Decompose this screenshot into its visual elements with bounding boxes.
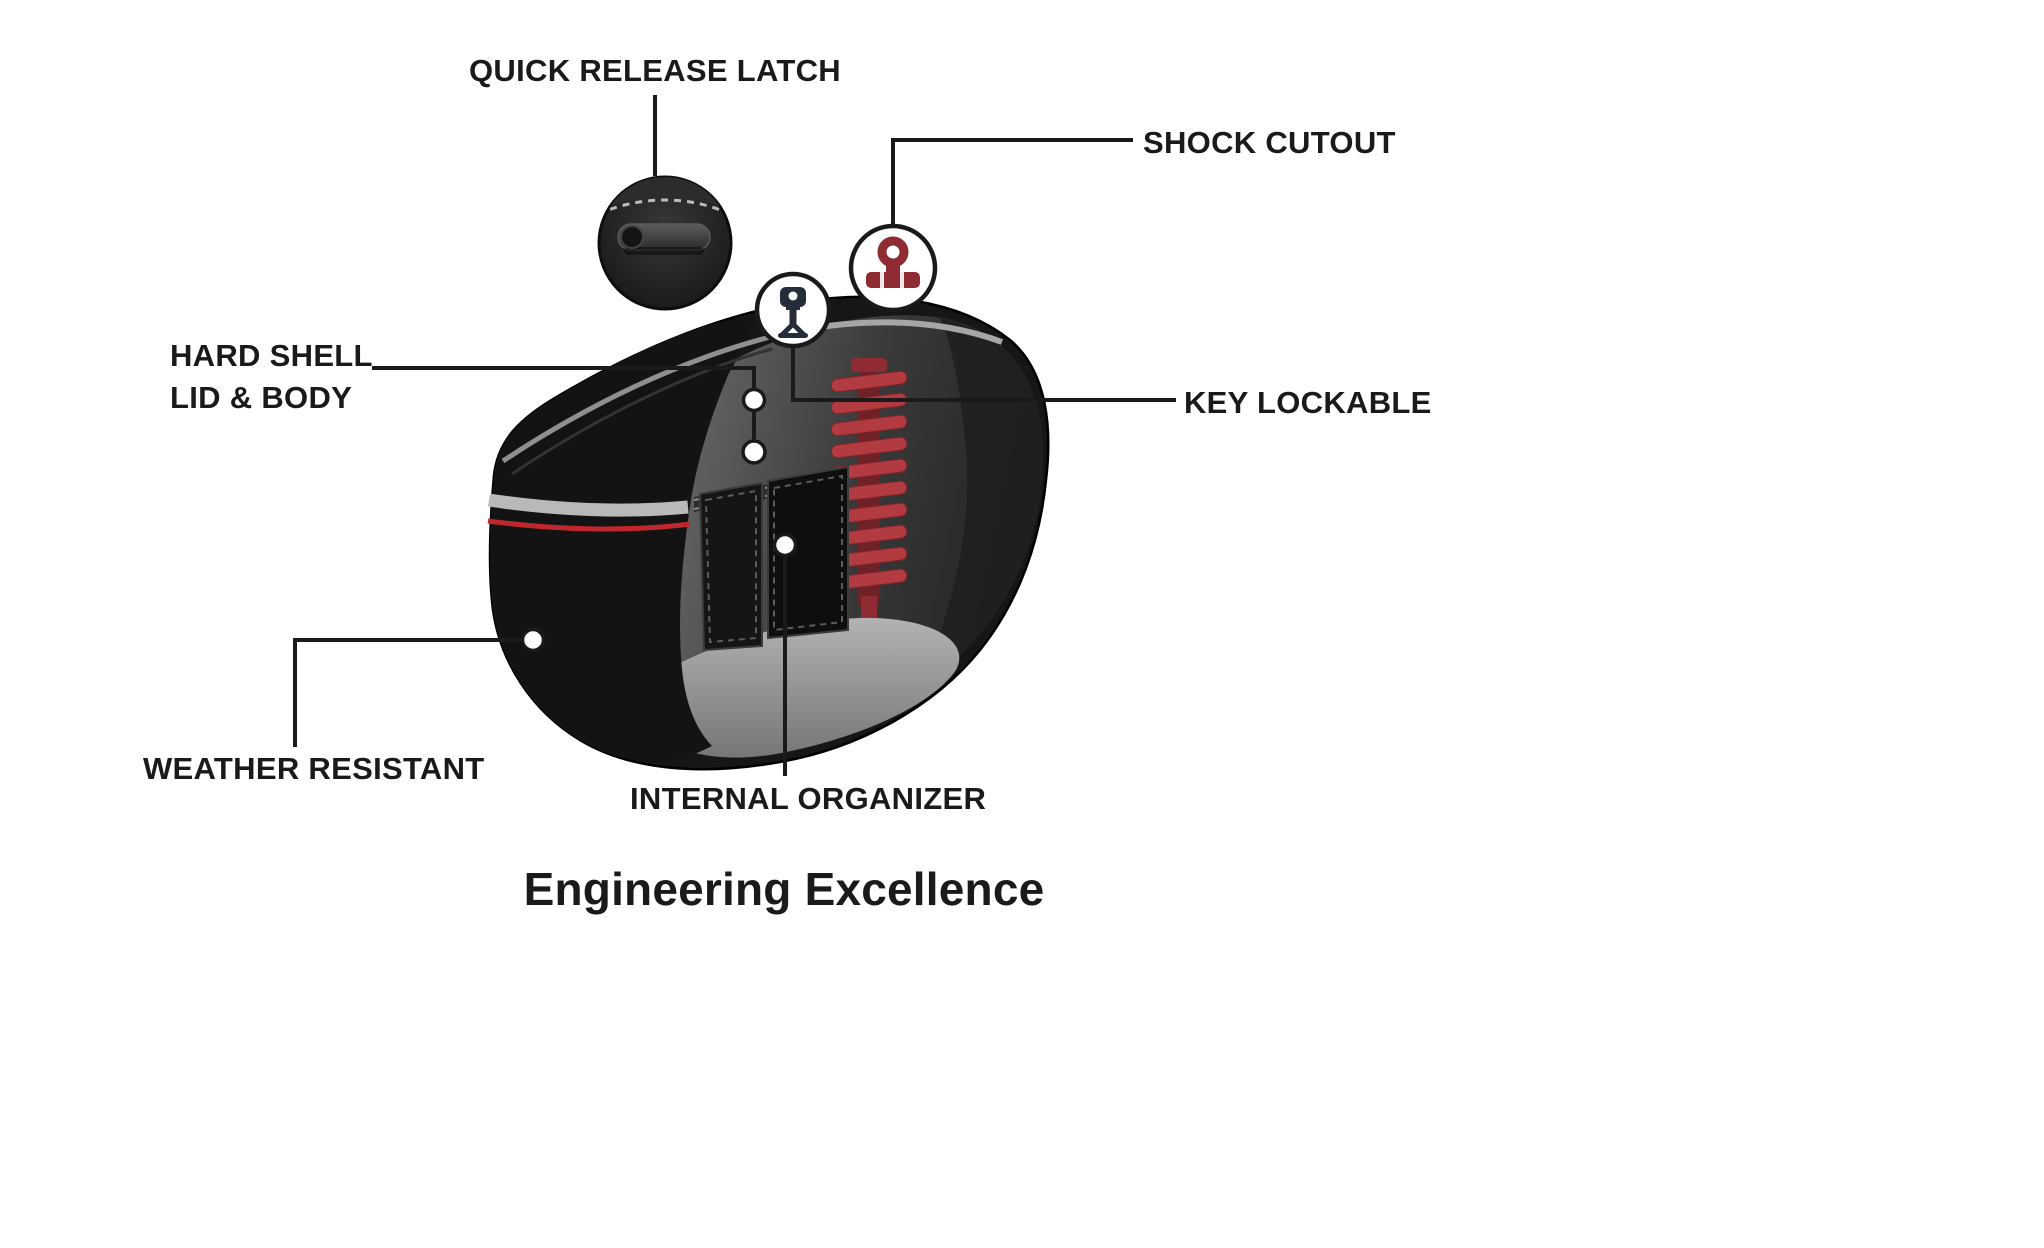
callout-line-key-lockable xyxy=(791,347,1176,402)
latch-handle-icon xyxy=(617,223,711,255)
key-inset xyxy=(754,271,832,349)
interior-floor xyxy=(620,617,960,758)
label-hard-shell-line2: LID & BODY xyxy=(170,380,353,415)
callout-nodes xyxy=(520,387,798,653)
label-quick-release-latch: QUICK RELEASE LATCH xyxy=(469,53,841,88)
internal-organizer xyxy=(693,465,849,652)
latch-inset xyxy=(597,175,733,311)
shock-absorber-icon xyxy=(866,236,920,288)
organizer-pocket-left xyxy=(698,481,763,652)
saddlebag xyxy=(487,295,1050,771)
label-weather-resistant: WEATHER RESISTANT xyxy=(143,751,485,786)
label-shock-cutout: SHOCK CUTOUT xyxy=(1143,125,1396,160)
label-internal-organizer: INTERNAL ORGANIZER xyxy=(630,781,987,816)
red-pinstripe xyxy=(487,518,691,532)
callout-node-organizer xyxy=(772,532,798,558)
callout-line-weather-resistant xyxy=(293,638,528,747)
callout-node-body xyxy=(741,439,767,465)
caption-engineering-excellence: Engineering Excellence xyxy=(523,863,1045,915)
label-hard-shell-line1: HARD SHELL xyxy=(170,338,373,373)
shock-inset xyxy=(848,223,938,313)
organizer-pocket-right xyxy=(767,465,849,640)
lid-seam-inner xyxy=(511,347,773,476)
callout-lines xyxy=(293,95,1176,776)
callout-node-lid xyxy=(741,387,767,413)
silver-stripe xyxy=(488,493,689,517)
key-icon xyxy=(778,287,808,338)
right-wall-shadow xyxy=(915,318,1044,692)
callout-line-hard-shell xyxy=(372,366,756,452)
callout-node-weather xyxy=(520,627,546,653)
label-key-lockable: KEY LOCKABLE xyxy=(1184,385,1432,420)
lid-seam xyxy=(501,332,779,464)
callout-line-shock-cutout xyxy=(891,138,1133,225)
label-hard-shell-lid-body: HARD SHELL LID & BODY xyxy=(170,335,373,419)
